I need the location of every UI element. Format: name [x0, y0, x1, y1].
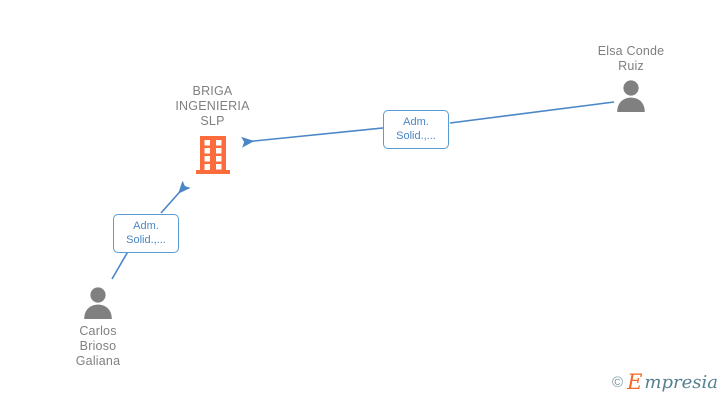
brand-initial: E	[627, 370, 643, 394]
node-person-elsa-conde-ruiz[interactable]: Elsa Conde Ruiz	[566, 44, 696, 112]
person-name-label: Carlos Brioso Galiana	[75, 324, 121, 368]
company-name-label: BRIGA INGENIERIA SLP	[175, 84, 250, 128]
office-building-icon[interactable]	[195, 135, 231, 175]
person-silhouette-icon[interactable]	[614, 78, 648, 112]
watermark-empresia: © E mpresia	[612, 372, 718, 393]
edge-line-carlos-upper	[160, 180, 191, 214]
edge-label-carlos-role[interactable]: Adm. Solid.,...	[113, 214, 179, 253]
node-person-carlos-brioso-galiana[interactable]: Carlos Brioso Galiana	[33, 285, 163, 369]
node-company[interactable]: BRIGA INGENIERIA SLP	[145, 84, 280, 175]
person-silhouette-icon[interactable]	[81, 285, 115, 319]
person-name-label: Elsa Conde Ruiz	[597, 44, 665, 73]
brand-name: mpresia	[644, 371, 718, 393]
copyright-icon: ©	[612, 374, 624, 391]
edge-label-elsa-role[interactable]: Adm. Solid.,...	[383, 110, 449, 149]
